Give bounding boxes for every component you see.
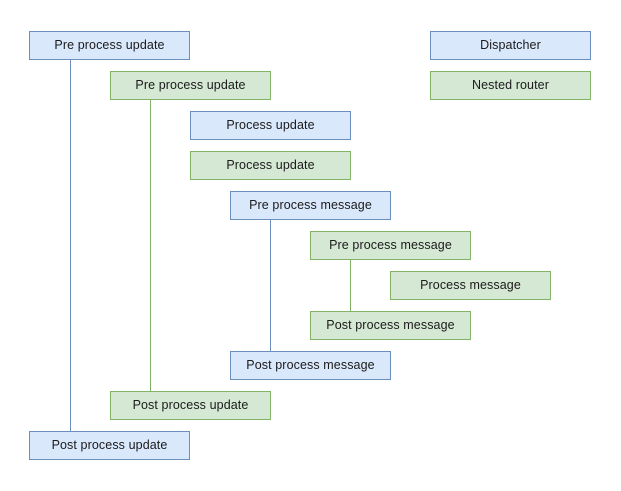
node-label: Post process update [51,438,168,453]
node-box[interactable]: Post process update [29,431,190,460]
dispatcher-outer-connector [70,60,71,431]
node-box[interactable]: Pre process message [230,191,391,220]
legend-item-dispatcher[interactable]: Dispatcher [430,31,591,60]
node-label: Pre process update [135,78,246,93]
node-box[interactable]: Pre process message [310,231,471,260]
node-box[interactable]: Pre process update [110,71,271,100]
node-label: Post process message [326,318,455,333]
node-box[interactable]: Post process update [110,391,271,420]
legend-item-router[interactable]: Nested router [430,71,591,100]
node-box[interactable]: Post process message [230,351,391,380]
router-message-connector [350,260,351,311]
node-label: Process update [226,118,315,133]
legend-item-label: Nested router [471,78,550,93]
node-box[interactable]: Process update [190,151,351,180]
node-box[interactable]: Pre process update [29,31,190,60]
node-label: Process message [420,278,521,293]
node-label: Pre process update [54,38,165,53]
node-label: Pre process message [249,198,372,213]
node-label: Post process update [132,398,249,413]
node-label: Pre process message [329,238,452,253]
node-label: Post process message [246,358,375,373]
node-box[interactable]: Post process message [310,311,471,340]
legend-item-label: Dispatcher [480,38,541,53]
dispatcher-message-connector [270,220,271,351]
node-box[interactable]: Process update [190,111,351,140]
node-box[interactable]: Process message [390,271,551,300]
router-outer-connector [150,100,151,391]
node-label: Process update [226,158,315,173]
